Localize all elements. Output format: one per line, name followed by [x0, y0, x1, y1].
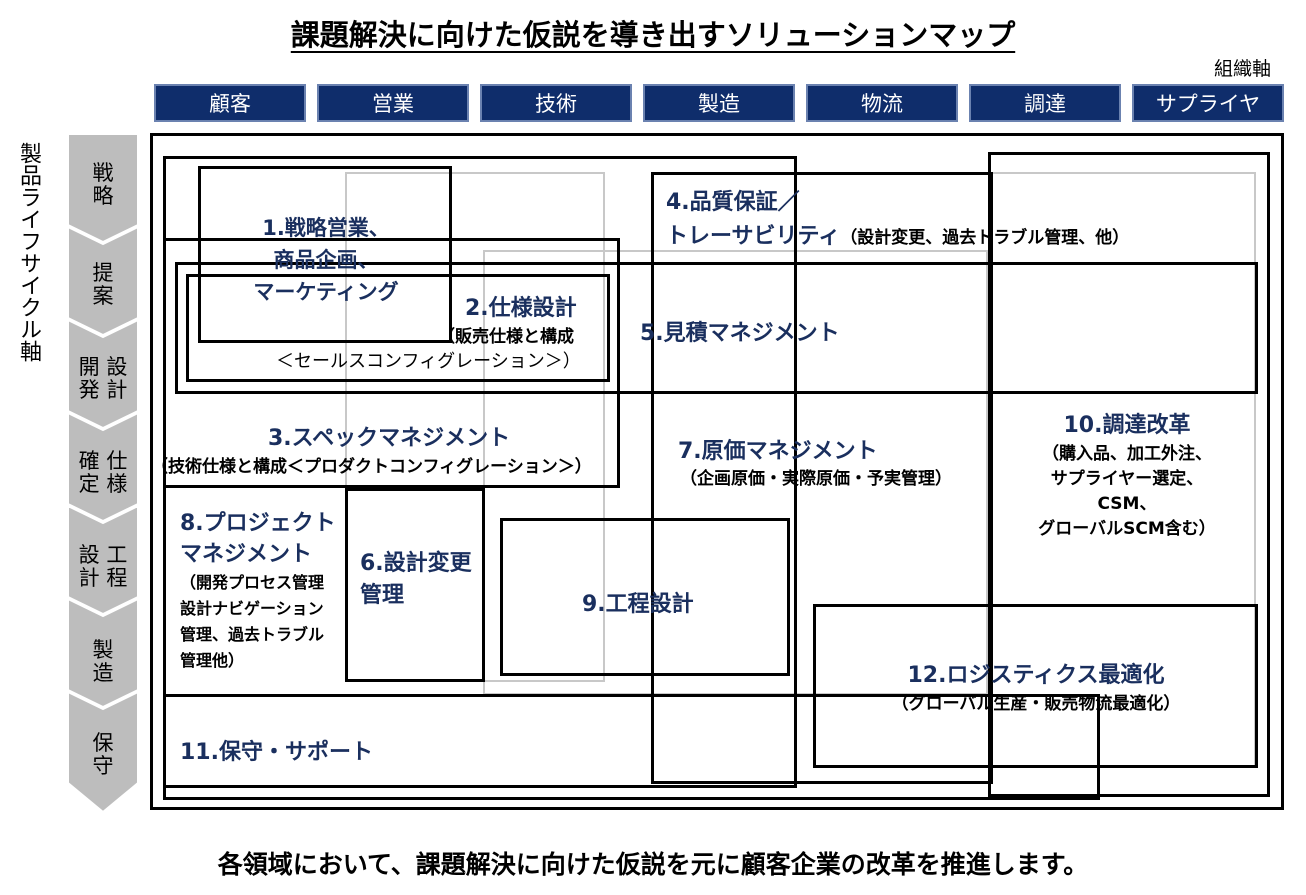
stage-spec-label: 確 仕定 様	[78, 449, 128, 496]
stage-manufacturing-label: 製造	[92, 638, 114, 685]
lifecycle-chevrons	[67, 133, 139, 814]
box-spec-design	[186, 274, 610, 382]
box-strategic-sales	[198, 166, 452, 343]
solution-2-sub1: （販売仕様と構成	[438, 327, 574, 347]
stage-strategy-label: 戦略	[92, 161, 114, 208]
solution-5-title: 5.見積マネジメント	[640, 321, 840, 346]
org-axis-label: 組織軸	[1214, 58, 1272, 80]
stage-chevron-process	[67, 504, 139, 616]
solution-3-sub: （技術仕様と構成＜プロダクトコンフィグレーション＞）	[151, 457, 592, 477]
page-title: 課題解決に向けた仮説を導き出すソリューションマップ	[290, 18, 1016, 52]
solution-4-sub: （設計変更、過去トラブル管理、他）	[840, 228, 1130, 248]
box-logistics-optimization	[813, 604, 1258, 768]
org-column-procurement: 調達	[969, 84, 1121, 122]
stage-chevron-manufacturing	[67, 597, 139, 709]
solution-1-text: 1.戦略営業、商品企画、マーケティング	[253, 216, 399, 304]
org-column-customer: 顧客	[154, 84, 306, 122]
solution-7-sub: （企画原価・実際原価・予実管理）	[680, 469, 952, 489]
stage-design-label: 開 設発 計	[78, 355, 128, 402]
solution-4-title: 4.品質保証／	[666, 190, 800, 215]
org-column-logistics: 物流	[806, 84, 958, 122]
stage-chevron-strategy	[67, 133, 139, 244]
org-column-sales: 営業	[317, 84, 469, 122]
solution-11-title: 11.保守・サポート	[180, 740, 373, 765]
stage-chevron-maintenance	[67, 690, 139, 814]
solution-3-title: 3.スペックマネジメント	[268, 426, 511, 451]
box-quality-traceability	[651, 172, 993, 784]
stage-chevron-spec	[67, 411, 139, 523]
stage-maintenance-label: 保守	[92, 731, 114, 778]
solution-4-line2: トレーサビリティ（設計変更、過去トラブル管理、他）	[666, 218, 1129, 250]
stage-chevron-proposal	[67, 225, 139, 337]
org-column-manufacturing: 製造	[643, 84, 795, 122]
solution-4-traceability: トレーサビリティ	[666, 224, 841, 249]
solution-9-title: 9.工程設計	[582, 592, 694, 617]
org-column-engineering: 技術	[480, 84, 632, 122]
solution-8-text: 8.プロジェクト マネジメント （開発プロセス管理 設計ナビゲーション 管理、過…	[180, 511, 336, 670]
solution-2-sub2: ＜セールスコンフィグレーション＞）	[276, 351, 581, 372]
solution-10-text: 10.調達改革 （購入品、加工外注、 サプライヤー選定、 CSM、 グローバルS…	[1038, 413, 1216, 539]
solution-2-title: 2.仕様設計	[465, 296, 577, 321]
org-column-supplier: サプライヤ	[1132, 84, 1284, 122]
solution-6-text: 6.設計変更管理	[360, 551, 472, 608]
box-spec-management	[163, 238, 620, 488]
box-estimate-management	[175, 262, 1258, 394]
box-procurement-reform	[988, 152, 1270, 797]
stage-proposal-label: 提案	[92, 261, 114, 308]
box-process-design	[500, 518, 790, 676]
solution-7-title: 7.原価マネジメント	[678, 439, 878, 464]
lifecycle-axis-label: 製品ライフサイクル軸	[16, 142, 41, 362]
solution-map-frame	[150, 133, 1284, 810]
box-maintenance-support	[163, 694, 1100, 800]
box-design-change	[345, 488, 485, 682]
stage-process-label: 設 工計 程	[78, 543, 128, 590]
stage-chevron-design	[67, 318, 139, 430]
solution-12-text: 12.ロジスティクス最適化 （グローバル生産・販売物流最適化）	[891, 663, 1181, 714]
footer-message: 各領域において、課題解決に向けた仮説を元に顧客企業の改革を推進します。	[217, 850, 1089, 879]
